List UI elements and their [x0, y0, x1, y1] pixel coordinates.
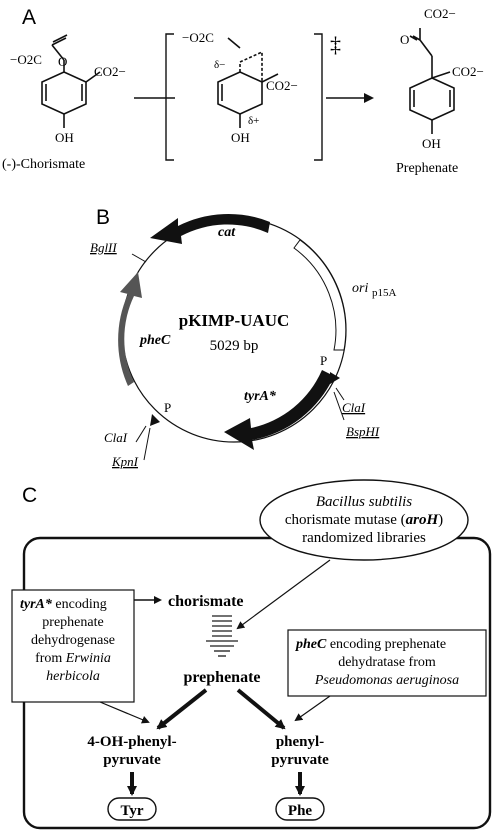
library-ellipse: [259, 479, 469, 561]
gene-cat-label: cat: [218, 225, 236, 240]
site-clai-right-line: [335, 387, 345, 401]
tyra-box: [11, 589, 135, 703]
ts-double-dagger: ‡: [330, 32, 341, 57]
panel-b-letter: B: [96, 206, 110, 229]
phe-pill: [275, 797, 325, 821]
tyra-pointer-arrow: [99, 701, 150, 724]
site-clai-right: ClaI: [342, 400, 366, 415]
phec-pointer-arrow: [294, 695, 331, 722]
promoter-right-marker: [330, 372, 340, 384]
pp-line1: phenyl-: [276, 734, 324, 750]
phec-box: [287, 629, 487, 697]
gene-cat-arrow: [150, 214, 270, 244]
tyra-gene: tyrA*: [20, 597, 53, 612]
prephenate-oh: OH: [422, 136, 441, 151]
site-bglii: BglII: [90, 240, 117, 255]
pp-line2: pyruvate: [271, 752, 329, 768]
prephenate-co2-right: CO2−: [452, 64, 484, 79]
site-kpni: KpnI: [111, 454, 139, 469]
mutase-hatched-arrow: [206, 615, 238, 657]
promoter-left-marker: [150, 414, 160, 426]
ts-delta-plus: δ+: [248, 115, 259, 127]
ts-oh: OH: [231, 130, 250, 145]
prephenate-label: Prephenate: [396, 161, 458, 176]
ts-bracket-right: [314, 33, 323, 161]
phec-line1-text: encoding prephenate: [326, 637, 446, 652]
ts-delta-minus: δ−: [214, 59, 225, 71]
site-clai-left: ClaI: [104, 430, 128, 445]
panel-b: B cat ori p15A pheC tyrA* P P pKIMP-UAUC…: [90, 206, 397, 469]
plasmid-size: 5029 bp: [210, 338, 259, 354]
gene-tyra-arrow: [224, 370, 334, 450]
tyra-line4: from Erwinia: [35, 651, 111, 666]
library-line3: randomized libraries: [302, 530, 426, 546]
transition-state-structure: [217, 37, 279, 128]
ts-co2-left: −O2C: [182, 30, 214, 45]
panel-a: A −O2C O CO2− OH (-)-Chorismate ‡: [2, 6, 484, 176]
library-arrow: [236, 559, 331, 630]
library-gene: aroH: [406, 512, 440, 528]
site-bsphi: BspHI: [346, 424, 380, 439]
prephenate-node: prephenate: [183, 669, 260, 686]
chorismate-structure: [41, 34, 101, 128]
tyr-label: Tyr: [120, 803, 143, 819]
hpp-line1: 4-OH-phenyl-: [87, 734, 176, 750]
phec-line2: dehydratase from: [338, 655, 436, 670]
branch-arrow-right: [236, 688, 286, 730]
chorismate-co2-left: −O2C: [10, 52, 42, 67]
promoter-right: P: [320, 353, 327, 368]
site-bglii-line: [131, 253, 147, 263]
chorismate-label: (-)-Chorismate: [2, 157, 85, 172]
panel-c: C Bacillus subtilis chorismate mutase (a…: [11, 479, 492, 830]
gene-phec-arrow: [118, 272, 142, 386]
tyra-line4-genus: Erwinia: [65, 651, 111, 666]
ori-label: ori: [352, 281, 368, 296]
tyra-line3: dehydrogenase: [31, 633, 115, 648]
tyra-line1: tyrA* encoding: [20, 597, 107, 612]
prephenate-co2-top: CO2−: [424, 6, 456, 21]
tyr-pill: [107, 797, 157, 821]
hpp-line2: pyruvate: [103, 752, 161, 768]
plasmid-name: pKIMP-UAUC: [179, 311, 290, 330]
site-clai-left-line: [135, 425, 147, 443]
library-species: Bacillus subtilis: [316, 494, 412, 510]
library-line2: chorismate mutase (aroH): [285, 512, 443, 528]
panel-a-letter: A: [22, 6, 36, 29]
ts-co2-right: CO2−: [266, 78, 298, 93]
gene-tyra-label: tyrA*: [244, 389, 277, 404]
prephenate-o: O: [400, 32, 409, 47]
site-bsphi-line: [333, 391, 345, 421]
library-line2-end: ): [438, 512, 443, 528]
tyra-line4-from: from: [35, 651, 66, 666]
phe-label: Phe: [288, 803, 313, 819]
site-kpni-line: [143, 427, 151, 461]
gene-phec-label: pheC: [139, 333, 171, 348]
chorismate-co2-right: CO2−: [94, 64, 126, 79]
origin-ori-arc: [293, 239, 347, 351]
phec-line1: pheC encoding prephenate: [295, 637, 446, 652]
phec-line3: Pseudomonas aeruginosa: [314, 673, 459, 688]
tyra-line1-text: encoding: [52, 597, 107, 612]
chorismate-node: chorismate: [168, 593, 244, 610]
tyra-line2: prephenate: [42, 615, 103, 630]
chorismate-oh: OH: [55, 130, 74, 145]
tyra-line5: herbicola: [46, 669, 100, 684]
library-line2-text: chorismate mutase (: [285, 512, 406, 528]
ori-sub-label: p15A: [372, 287, 397, 299]
ts-bracket-left: [165, 33, 174, 161]
chorismate-o: O: [58, 54, 67, 69]
branch-arrow-left: [156, 688, 208, 730]
promoter-left: P: [164, 400, 171, 415]
prephenate-structure: [409, 28, 455, 134]
phec-gene: pheC: [295, 637, 327, 652]
panel-c-letter: C: [22, 484, 37, 507]
